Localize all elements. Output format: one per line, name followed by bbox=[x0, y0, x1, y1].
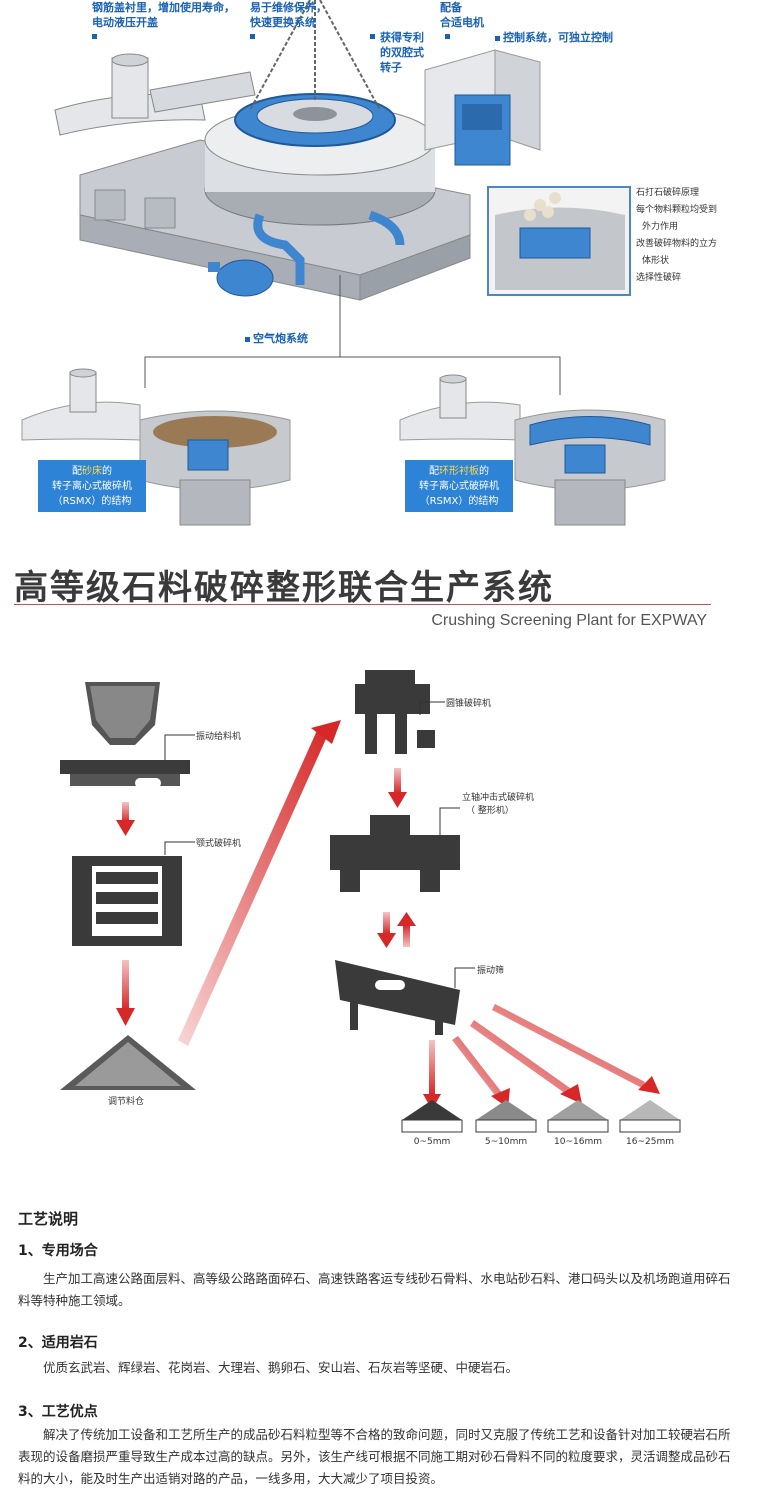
label-cone-crusher: 圆锥破碎机 bbox=[446, 699, 492, 709]
callout-marker bbox=[495, 35, 500, 41]
section-text-usage: 生产加工高速公路面层料、高等级公路路面碎石、高速铁路客运专线砂石骨料、水电站砂石… bbox=[18, 1271, 731, 1308]
callout-air-cannon: 空气炮系统 bbox=[245, 331, 308, 346]
callout-lid: 钢筋盖衬里，增加使用寿命， 电动液压开盖 bbox=[92, 1, 235, 29]
title-divider bbox=[14, 604, 711, 605]
callout-rotor: 获得专利 的双腔式 转子 bbox=[380, 31, 424, 74]
label-vsi: 立轴冲击式破碎机 （ 整形机） bbox=[462, 793, 535, 816]
principle-list: 石打石破碎原理 每个物料颗粒均受到 外力作用 改善破碎物料的立方 体形状 选择性… bbox=[636, 188, 718, 283]
callout-marker bbox=[250, 34, 255, 39]
callout-marker bbox=[445, 34, 450, 39]
ring-liner-rotor-label: 配环形衬板的 转子离心式破碎机 （RSMX）的结构 bbox=[405, 460, 513, 512]
product-size: 16~25mm bbox=[626, 1137, 674, 1147]
flow-diagram bbox=[60, 670, 681, 1133]
label-bin: 调节料仓 bbox=[108, 1097, 145, 1107]
page-title: 高等级石料破碎整形联合生产系统 bbox=[14, 568, 554, 608]
callout-marker bbox=[245, 336, 250, 342]
callout-control: 控制系统，可独立控制 bbox=[495, 30, 613, 45]
label-feeder: 振动给料机 bbox=[196, 732, 242, 742]
section-text-rocks: 优质玄武岩、辉绿岩、花岗岩、大理岩、鹅卵石、安山岩、石灰岩等坚硬、中硬岩石。 bbox=[43, 1360, 519, 1375]
callout-motor: 配备 合适电机 bbox=[440, 1, 484, 29]
callout-marker bbox=[370, 34, 375, 39]
section-title-rocks: 2、适用岩石 bbox=[18, 1335, 98, 1351]
product-size: 5~10mm bbox=[484, 1137, 528, 1147]
callout-marker bbox=[92, 34, 97, 39]
product-size: 10~16mm bbox=[554, 1137, 602, 1147]
section-title-usage: 1、专用场合 bbox=[18, 1243, 98, 1259]
label-jaw-crusher: 颚式破碎机 bbox=[196, 839, 242, 849]
label-screen: 振动筛 bbox=[477, 966, 505, 976]
section-title-advantages: 3、工艺优点 bbox=[18, 1404, 98, 1420]
page-subtitle: Crushing Screening Plant for EXPWAY bbox=[431, 612, 707, 629]
section-text-advantages: 解决了传统加工设备和工艺所生产的成品砂石料粒型等不合格的致命问题，同时又克服了传… bbox=[18, 1427, 731, 1486]
callout-maintenance: 易于维修保养， 快速更换系统 bbox=[250, 1, 327, 29]
sandbed-rotor-label: 配砂床的 转子离心式破碎机 （RSMX）的结构 bbox=[38, 460, 146, 512]
product-size: 0~5mm bbox=[413, 1137, 451, 1147]
crusher-illustration bbox=[21, 0, 666, 526]
process-heading: 工艺说明 bbox=[18, 1210, 79, 1228]
